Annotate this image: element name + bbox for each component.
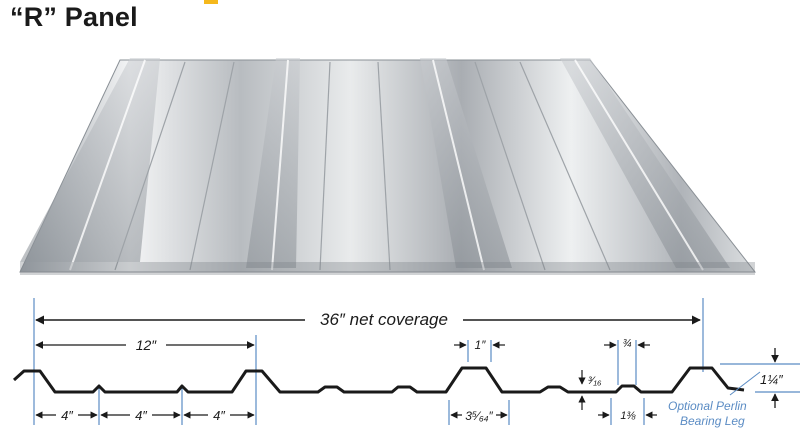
net-coverage-label: 36″ net coverage bbox=[320, 310, 448, 329]
rib-top-width-label: 1″ bbox=[475, 338, 487, 352]
panel-edge bbox=[20, 262, 755, 275]
minor-rib-height-label: ³⁄₁₆ bbox=[588, 375, 602, 387]
panel-ridge-lines bbox=[69, 59, 704, 271]
panel-minor-ribs bbox=[114, 61, 611, 271]
panel-rib-2 bbox=[246, 58, 300, 268]
guide-lines bbox=[33, 298, 800, 425]
perlin-leg-label-1: Optional Perlin bbox=[668, 399, 747, 413]
rib-height-label: 1¼″ bbox=[760, 372, 783, 387]
title-accent-bar bbox=[204, 0, 218, 4]
panel-rib-1 bbox=[20, 58, 160, 262]
rib-spacing-label: 12″ bbox=[136, 337, 158, 353]
page-title: “R” Panel bbox=[10, 2, 138, 32]
rib-base-width-label: 3⁵⁄₆₄″ bbox=[465, 409, 493, 423]
minor-rib-width-label: ¾ bbox=[622, 338, 631, 350]
panel-rib-4 bbox=[560, 58, 730, 268]
panel-rib-3 bbox=[420, 58, 512, 268]
pan-a-label: 4″ bbox=[61, 408, 73, 423]
panel-profile-line bbox=[12, 366, 745, 394]
minor-rib-base-label: 1⅜ bbox=[620, 410, 636, 422]
pan-c-label: 4″ bbox=[213, 408, 225, 423]
perlin-leg-leader bbox=[729, 371, 761, 396]
pan-b-label: 4″ bbox=[135, 408, 147, 423]
perlin-leg-label-2: Bearing Leg bbox=[680, 414, 745, 428]
